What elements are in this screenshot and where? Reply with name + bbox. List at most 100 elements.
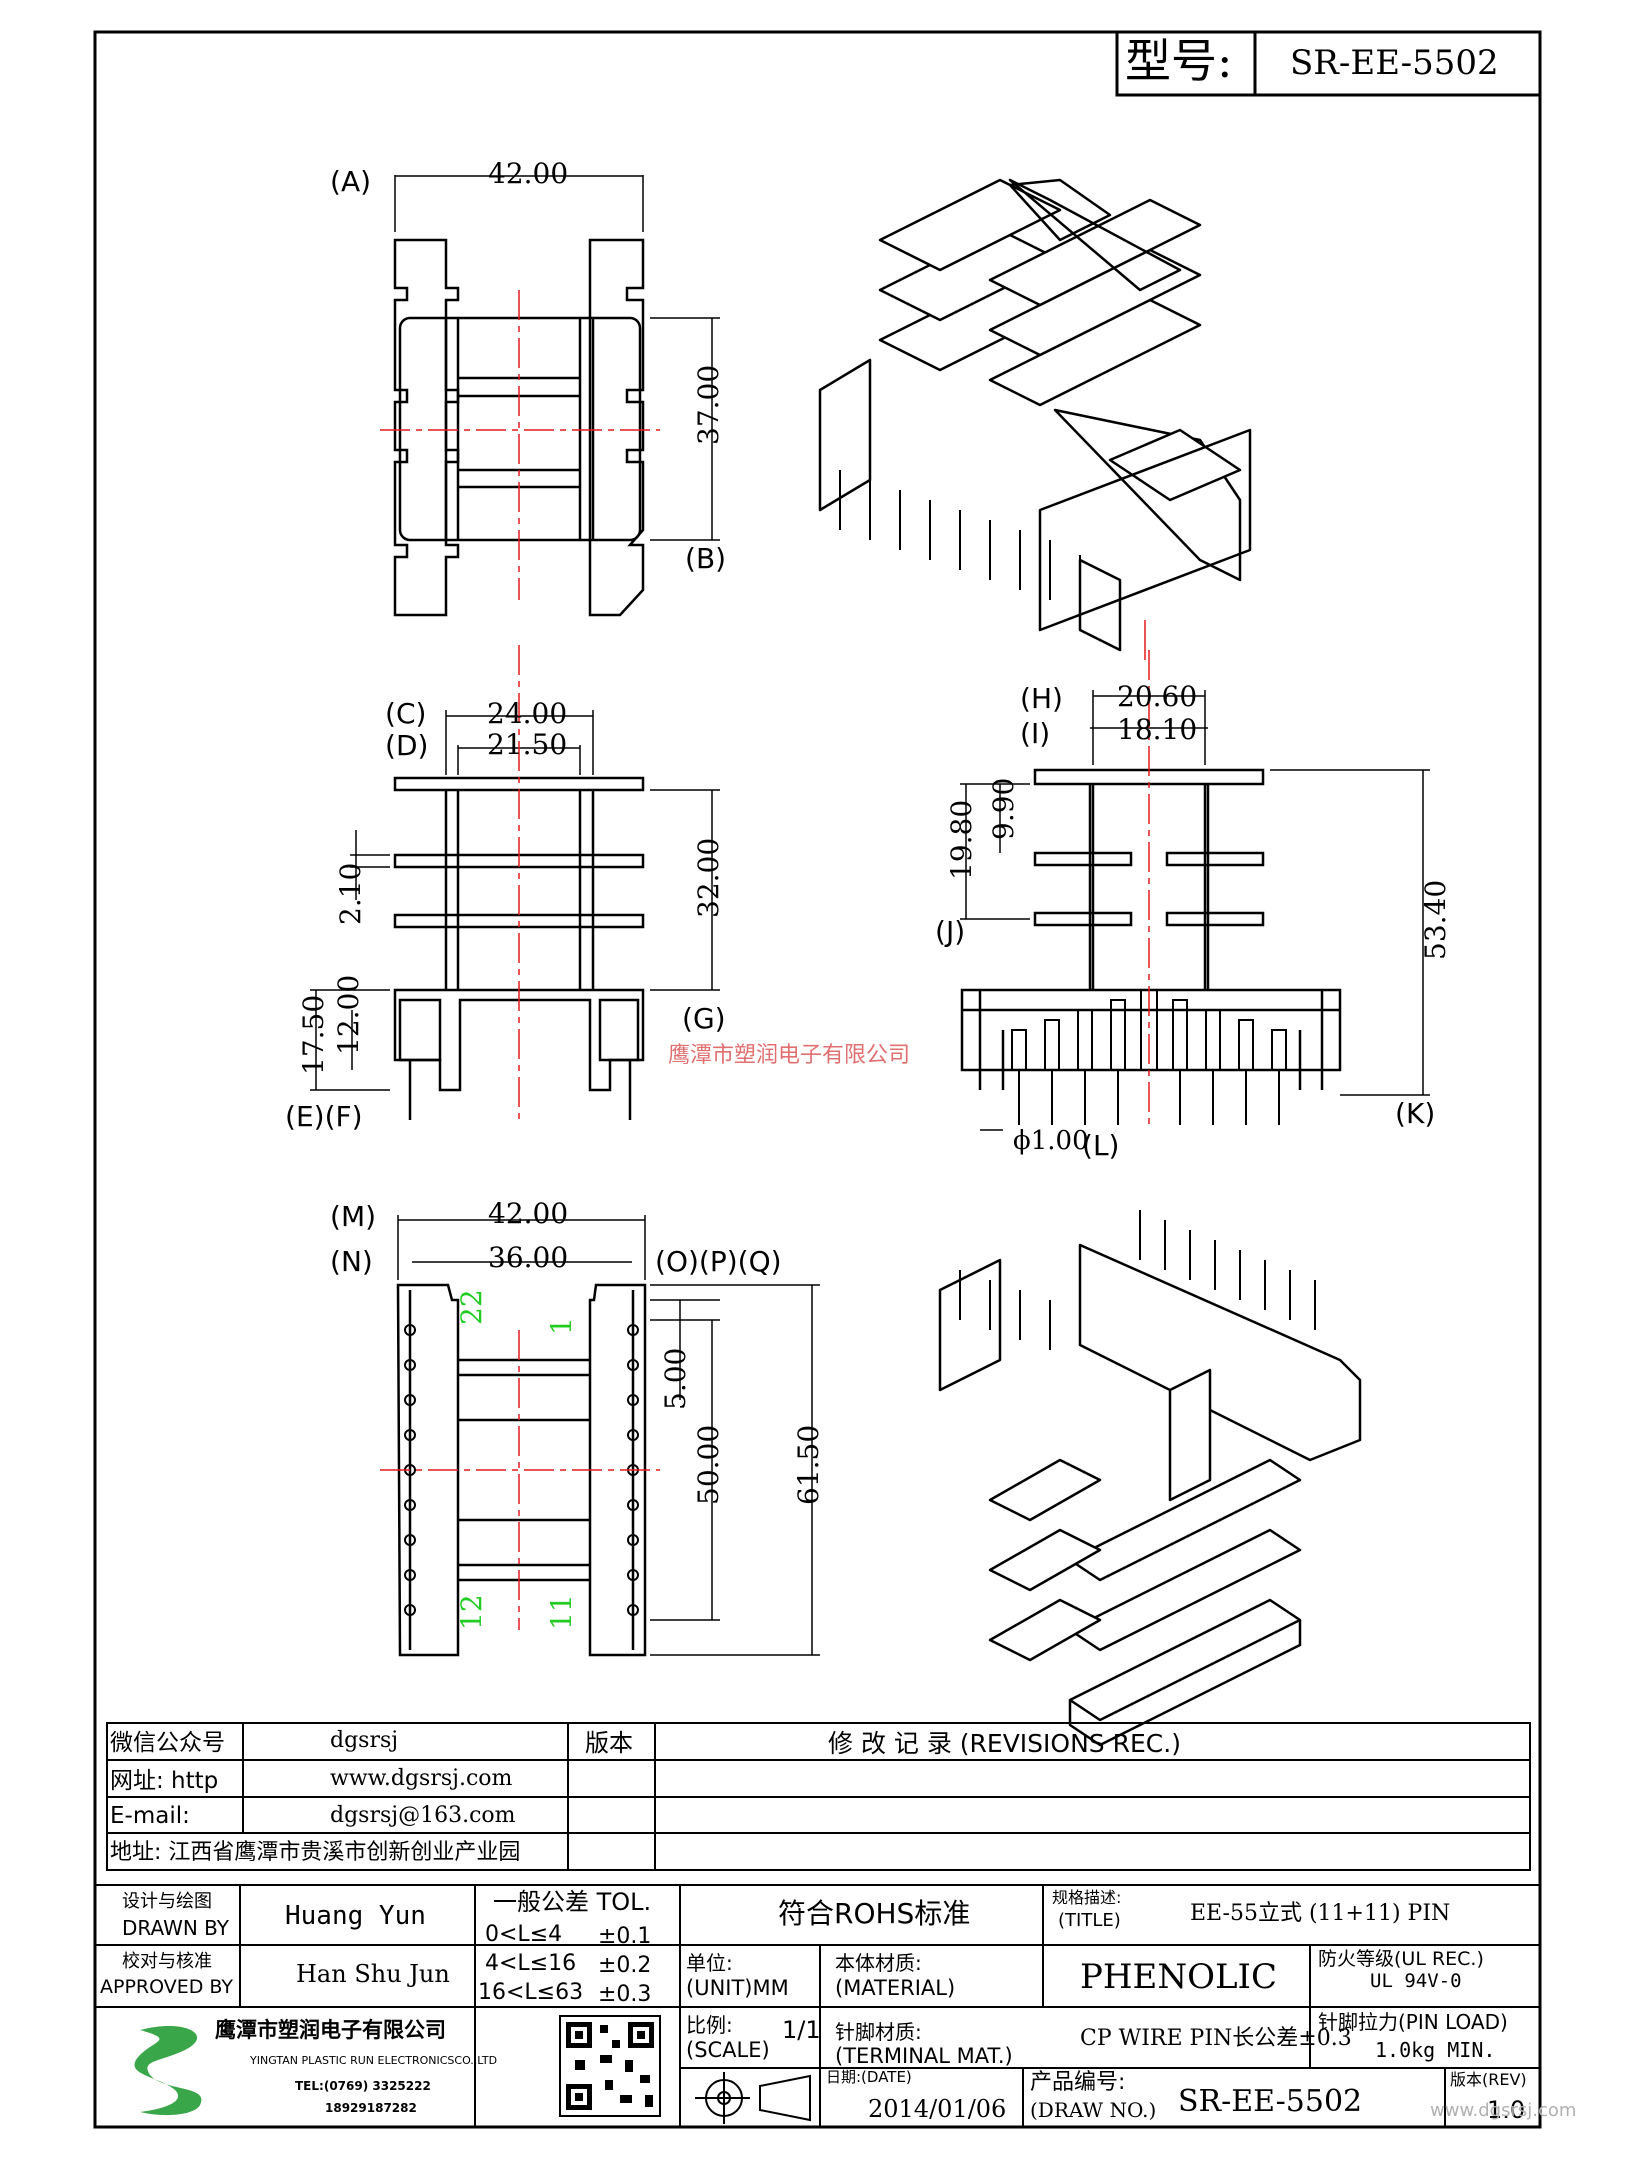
tolerance-title: 一般公差 TOL. (493, 1888, 652, 1916)
date-value: 2014/01/06 (868, 2095, 1007, 2123)
fire-rating-cn: 防火等级(UL REC.) (1318, 1948, 1484, 1970)
dim-side-i: 18.10 (1117, 713, 1198, 746)
drawn-by-name: Huang Yun (285, 1901, 426, 1931)
approved-by-name: Han Shu Jun (296, 1960, 450, 1988)
dim-front-height: 32.00 (692, 837, 725, 918)
tol-val-3: ±0.3 (598, 1982, 652, 2007)
bottom-view (396, 1215, 820, 1657)
marker-o-p-q: (O)(P)(Q) (655, 1245, 782, 1278)
terminal-en: (TERMINAL MAT.) (835, 2044, 1013, 2068)
material-en: (MATERIAL) (835, 1976, 956, 2000)
title-en: (TITLE) (1058, 1910, 1121, 1931)
rev-label: 版本(REV) (1450, 2070, 1527, 2089)
material-value: PHENOLIC (1080, 1957, 1277, 1997)
bottom-view-centerlines (380, 1330, 660, 1630)
dim-side-pin-dia: ϕ1.00 (1013, 1126, 1089, 1156)
wechat-value: dgsrsj (330, 1728, 399, 1753)
draw-no-cn: 产品编号: (1030, 2070, 1126, 2095)
side-view (960, 690, 1430, 1131)
isometric-view-bottom (938, 1243, 1362, 1747)
top-view (393, 175, 720, 617)
marker-m: (M) (330, 1200, 377, 1233)
pin-label-12: 12 (455, 1594, 488, 1630)
marker-e-f: (E)(F) (285, 1100, 363, 1133)
date-label: 日期:(DATE) (826, 2068, 912, 2086)
draw-no-en: (DRAW NO.) (1030, 2098, 1157, 2122)
email-label: E-mail: (110, 1803, 190, 1829)
company-logo (134, 2025, 202, 2116)
web-value: www.dgsrsj.com (330, 1766, 513, 1791)
tol-val-1: ±0.1 (598, 1924, 652, 1949)
material-cn: 本体材质: (835, 1951, 922, 1975)
title-cn: 规格描述: (1052, 1888, 1122, 1907)
dim-bottom-span: 50.00 (692, 1424, 725, 1505)
revisions-label: 修 改 记 录 (REVISIONS REC.) (828, 1729, 1181, 1758)
dim-side-j2: 9.90 (987, 777, 1020, 840)
pin-load-cn: 针脚拉力(PIN LOAD) (1318, 2010, 1508, 2034)
draw-no-value: SR-EE-5502 (1178, 2084, 1363, 2119)
dim-bottom-pitch: 5.00 (659, 1347, 692, 1410)
scale-value: 1/1 (782, 2016, 821, 2044)
marker-l: (L) (1082, 1129, 1120, 1162)
isometric-bottom-pins (959, 1210, 1316, 1350)
marker-g: (G) (682, 1002, 726, 1035)
dim-front-flange-gap: 2.10 (334, 862, 367, 925)
unit-cn: 单位: (686, 1951, 733, 1975)
front-view (310, 710, 720, 1120)
marker-i: (I) (1020, 717, 1051, 750)
marker-n: (N) (330, 1245, 373, 1278)
version-label: 版本 (585, 1729, 633, 1757)
model-label: 型号: (1125, 34, 1233, 88)
pin-label-22: 22 (455, 1289, 488, 1325)
title-value: EE-55立式 (11+11) PIN (1190, 1901, 1451, 1926)
marker-b: (B) (685, 542, 727, 575)
site-watermark: www.dgsrsj.com (1430, 2100, 1577, 2121)
dim-front-f: 12.00 (332, 974, 365, 1055)
scale-en: (SCALE) (686, 2038, 770, 2062)
company-mobile: 18929187282 (325, 2101, 417, 2115)
tol-val-2: ±0.2 (598, 1953, 652, 1978)
marker-c: (C) (385, 697, 427, 730)
rev-value: 1.0 (1487, 2096, 1526, 2124)
isometric-view-top (818, 178, 1252, 652)
dim-front-d: 21.50 (487, 728, 568, 761)
dim-side-h: 20.60 (1117, 680, 1198, 713)
marker-k: (K) (1395, 1097, 1436, 1130)
terminal-value: CP WIRE PIN长公差±0.3 (1080, 2026, 1352, 2051)
scale-cn: 比例: (686, 2013, 733, 2037)
drawn-by-cn: 设计与绘图 (122, 1891, 212, 1912)
approved-by-en: APPROVED BY (100, 1976, 234, 1998)
model-box (1115, 30, 1542, 97)
dim-side-k: 53.40 (1419, 879, 1452, 960)
dim-top-width: 42.00 (488, 157, 569, 190)
terminal-cn: 针脚材质: (835, 2020, 922, 2044)
marker-h: (H) (1020, 682, 1063, 715)
company-tel: TEL:(0769) 3325222 (295, 2079, 431, 2093)
company-name-cn: 鹰潭市塑润电子有限公司 (215, 2018, 446, 2042)
unit-en: (UNIT)MM (686, 1976, 789, 2000)
dim-bottom-overall: 61.50 (792, 1424, 825, 1505)
dim-front-c: 24.00 (487, 697, 568, 730)
wechat-label: 微信公众号 (110, 1730, 225, 1756)
dim-bottom-m: 42.00 (488, 1197, 569, 1230)
title-block-lines (94, 1884, 1541, 2128)
model-value: SR-EE-5502 (1290, 43, 1499, 83)
top-view-centerlines (380, 290, 660, 600)
approved-by-cn: 校对与核准 (122, 1951, 212, 1972)
dim-side-j: 19.80 (945, 799, 978, 880)
address: 地址: 江西省鹰潭市贵溪市创新创业产业园 (110, 1840, 521, 1865)
pin-label-1: 1 (545, 1317, 578, 1335)
dim-bottom-n: 36.00 (488, 1241, 569, 1274)
tol-range-1: 0<L≤4 (485, 1922, 563, 1947)
marker-a: (A) (330, 165, 372, 198)
company-name-en: YINGTAN PLASTIC RUN ELECTRONICSCO.,LTD (250, 2054, 498, 2067)
info-table-lines (106, 1722, 1531, 1871)
web-label: 网址: http (110, 1768, 219, 1794)
isometric-top-pins (839, 470, 1081, 615)
drawn-by-en: DRAWN BY (122, 1916, 230, 1940)
qr-code (559, 2015, 661, 2117)
marker-j: (J) (935, 915, 966, 948)
tol-range-2: 4<L≤16 (485, 1951, 577, 1976)
dim-front-e: 17.50 (297, 994, 330, 1075)
